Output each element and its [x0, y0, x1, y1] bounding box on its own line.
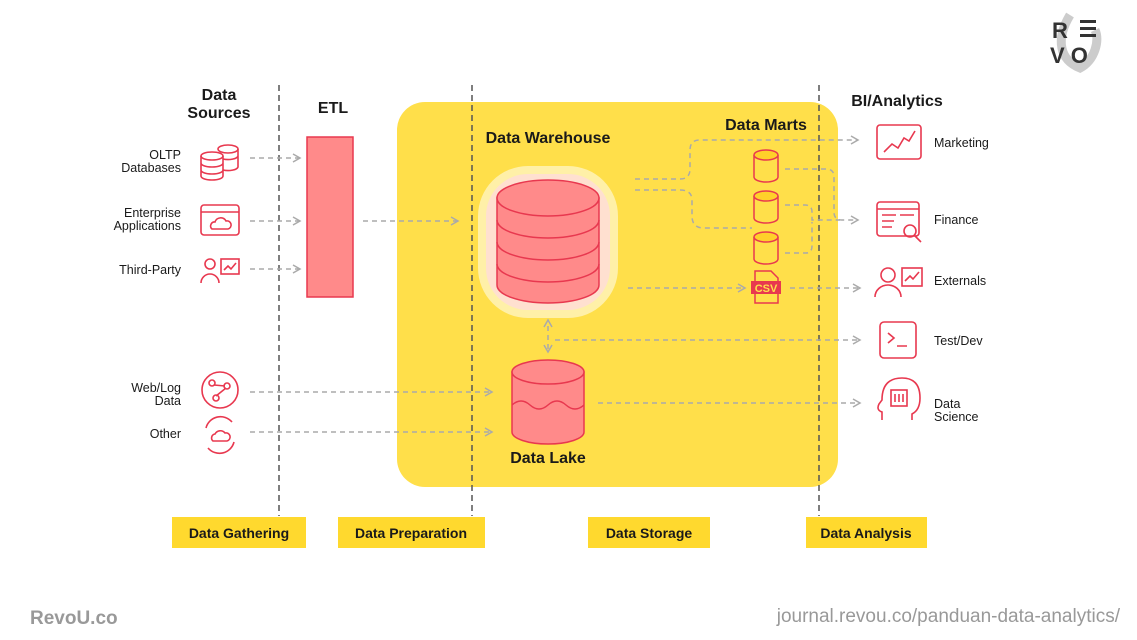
data-lake-heading: Data Lake [510, 450, 586, 467]
stage-label-data-gathering: Data Gathering [172, 517, 306, 548]
data-mart-cylinder [753, 231, 779, 265]
footer-brand: RevoU.co [30, 608, 118, 629]
footer-url: journal.revou.co/panduan-data-analytics/ [776, 606, 1121, 627]
source-label: Data [155, 394, 181, 408]
output-label: Externals [934, 274, 986, 288]
output-label: Finance [934, 213, 979, 227]
data-warehouse-cylinder [478, 166, 618, 318]
svg-text:V O: V O [1050, 43, 1088, 68]
source-label: Other [150, 427, 181, 441]
flow-arrow [635, 189, 752, 229]
stage-label-data-storage: Data Storage [588, 517, 710, 548]
data-sources-heading: Data [202, 87, 237, 104]
source-label: Enterprise [124, 206, 181, 220]
output-label: Test/Dev [934, 334, 983, 348]
head-chip-icon [877, 377, 921, 420]
bi-analytics-heading: BI/Analytics [851, 93, 943, 110]
flow-arrow [785, 204, 840, 221]
revo-logo: R V O [1050, 12, 1102, 73]
svg-text:R: R [1052, 18, 1068, 43]
flow-arrow [635, 135, 860, 180]
data-sources-heading: Sources [187, 105, 250, 122]
stage-label-data-preparation: Data Preparation [338, 517, 485, 548]
svg-text:Data Analysis: Data Analysis [820, 525, 912, 541]
csv-file-icon: CSV [751, 270, 781, 304]
data-mart-cylinder [753, 149, 779, 183]
source-label: Applications [114, 219, 181, 233]
source-label: Third-Party [119, 263, 182, 277]
line-chart-icon [876, 124, 922, 160]
etl-block [306, 136, 354, 298]
data-marts-heading: Data Marts [725, 117, 807, 134]
database-icon [200, 144, 239, 181]
data-mart-cylinder [753, 190, 779, 224]
csv-label: CSV [755, 283, 778, 295]
svg-text:Data Storage: Data Storage [606, 525, 693, 541]
browser-cloud-icon [200, 204, 240, 236]
output-label: Science [934, 410, 979, 424]
terminal-icon [879, 321, 917, 359]
output-label: Data [934, 397, 960, 411]
report-search-icon [876, 201, 922, 243]
network-globe-icon [201, 371, 239, 409]
cloud-sync-icon [205, 415, 235, 455]
user-chart-icon [874, 267, 923, 298]
svg-text:Data Gathering: Data Gathering [189, 525, 289, 541]
data-warehouse-heading: Data Warehouse [486, 130, 611, 147]
data-lake-cylinder [511, 359, 585, 445]
user-chart-icon [200, 258, 240, 284]
output-label: Marketing [934, 136, 989, 150]
etl-heading: ETL [318, 100, 348, 117]
svg-text:Data Preparation: Data Preparation [355, 525, 467, 541]
stage-label-data-analysis: Data Analysis [806, 517, 927, 548]
source-label: Web/Log [131, 381, 181, 395]
source-label: Databases [121, 161, 181, 175]
flow-arrow [785, 222, 813, 254]
source-label: OLTP [149, 148, 181, 162]
